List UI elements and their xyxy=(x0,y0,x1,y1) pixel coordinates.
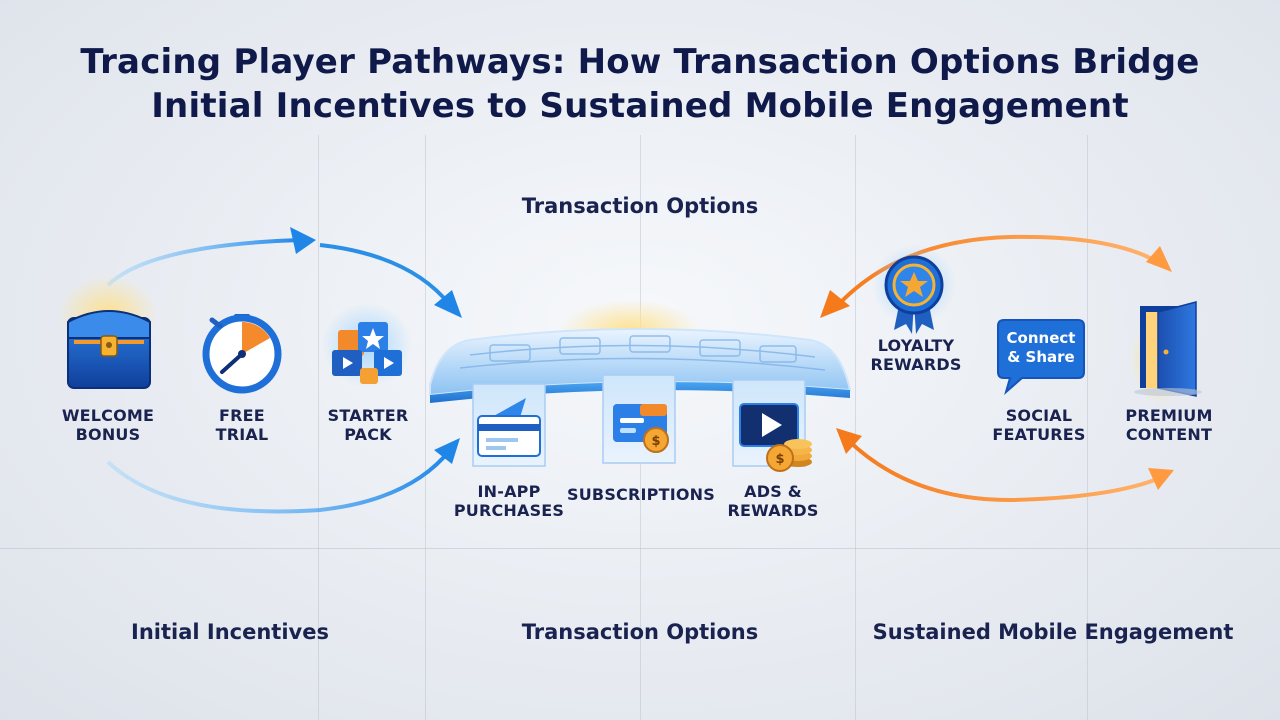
loyalty-rewards-label: LOYALTY REWARDS xyxy=(870,336,962,374)
chat-bubble-icon xyxy=(997,319,1085,395)
treasure-chest-icon xyxy=(58,275,158,389)
starter-pack-label: STARTER PACK xyxy=(327,406,409,444)
starter-pack-icon xyxy=(322,303,412,387)
blue-flow-arrows xyxy=(106,227,462,514)
svg-text:$: $ xyxy=(775,452,784,467)
premium-content-label: PREMIUM CONTENT xyxy=(1125,406,1213,444)
open-door-icon xyxy=(1130,301,1202,405)
section-transaction-options: Transaction Options xyxy=(521,620,759,644)
ads-rewards-label: ADS & REWARDS xyxy=(727,482,819,520)
subscriptions-label: SUBSCRIPTIONS xyxy=(567,485,715,504)
section-initial-incentives: Initial Incentives xyxy=(131,620,329,644)
grid-line xyxy=(1087,135,1088,720)
welcome-bonus-label: WELCOME BONUS xyxy=(61,406,155,444)
grid-line xyxy=(318,135,319,720)
section-sustained-engagement: Sustained Mobile Engagement xyxy=(872,620,1234,644)
grid-line xyxy=(0,548,1280,549)
credit-card-icon xyxy=(477,398,541,457)
loyalty-badge-icon xyxy=(872,245,956,334)
title-line-2: Initial Incentives to Sustained Mobile E… xyxy=(151,86,1129,126)
title-line-1: Tracing Player Pathways: How Transaction… xyxy=(80,42,1200,82)
subscription-card-icon: $ xyxy=(613,404,669,453)
svg-text:$: $ xyxy=(651,434,660,449)
grid-line xyxy=(855,135,856,720)
grid-line xyxy=(425,135,426,720)
page-title: Tracing Player Pathways: How Transaction… xyxy=(0,40,1280,128)
social-features-label: SOCIAL FEATURES xyxy=(992,406,1086,444)
in-app-purchases-label: IN-APP PURCHASES xyxy=(453,482,565,520)
transaction-options-heading: Transaction Options xyxy=(521,194,759,218)
stopwatch-icon xyxy=(202,314,282,394)
connect-share-text: Connect & Share xyxy=(1006,329,1076,366)
free-trial-label: FREE TRIAL xyxy=(215,406,269,444)
video-play-icon: $ xyxy=(739,403,812,472)
